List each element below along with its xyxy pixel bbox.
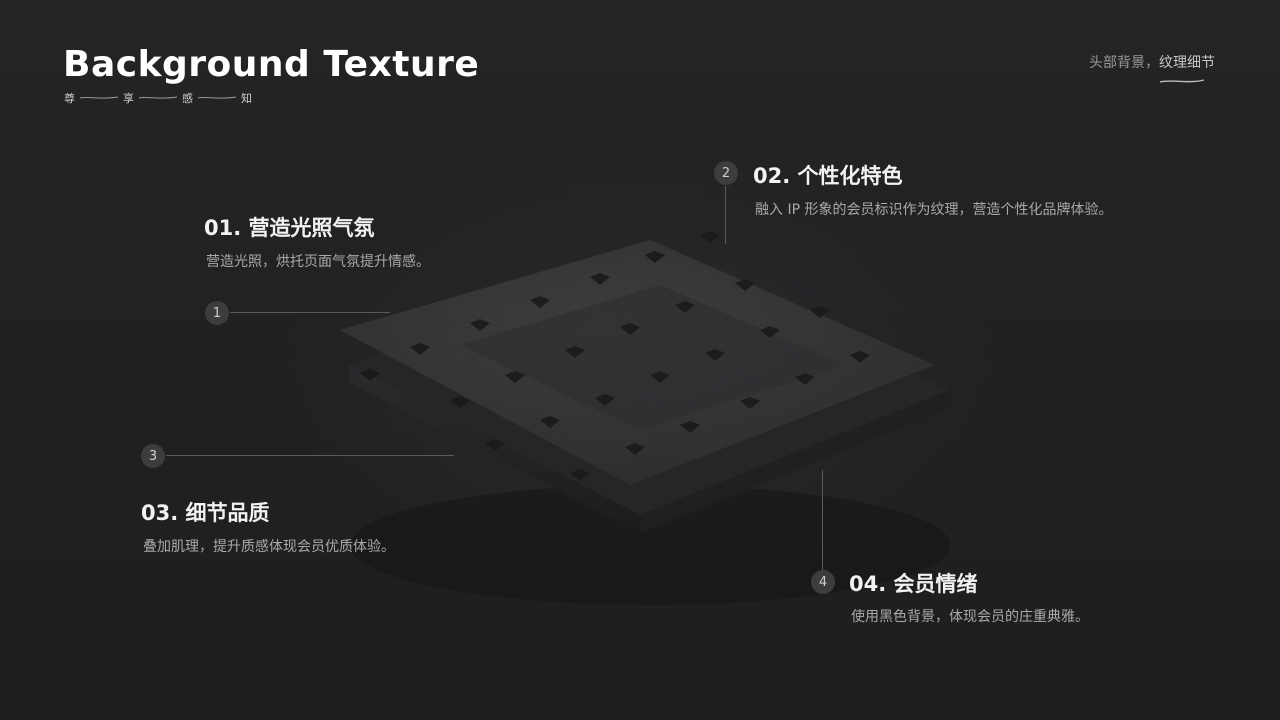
- squiggle-divider-icon: [197, 96, 237, 99]
- page-title: Background Texture: [63, 44, 480, 85]
- squiggle-divider-icon: [138, 96, 178, 99]
- item-1-title: 01. 营造光照气氛: [204, 216, 375, 240]
- item-3-title: 03. 细节品质: [141, 501, 270, 525]
- section-label: 头部背景，纹理细节: [1089, 52, 1215, 83]
- item-3-badge: 3: [141, 444, 165, 468]
- section-label-highlight-text: 纹理细节: [1159, 55, 1215, 71]
- item-2-badge: 2: [714, 161, 738, 185]
- item-4-badge: 4: [811, 570, 835, 594]
- item-3-desc: 叠加肌理，提升质感体现会员优质体验。: [143, 539, 395, 555]
- item-2-leader-line: [725, 186, 726, 244]
- item-4-title: 04. 会员情绪: [849, 572, 978, 596]
- item-3-leader-line: [166, 455, 454, 456]
- item-2-title: 02. 个性化特色: [753, 164, 903, 188]
- subtitle-word-3: 感: [182, 92, 193, 105]
- item-1-desc: 营造光照，烘托页面气氛提升情感。: [206, 254, 430, 270]
- squiggle-divider-icon: [79, 96, 119, 99]
- section-label-highlight: 纹理细节: [1159, 55, 1215, 83]
- isometric-texture-panel: [340, 231, 950, 605]
- underline-squiggle-icon: [1159, 79, 1205, 83]
- item-1-leader-line: [230, 312, 390, 313]
- subtitle-word-1: 尊: [64, 92, 75, 105]
- subtitle-row: 尊 享 感 知: [64, 90, 252, 106]
- subtitle-word-4: 知: [241, 92, 252, 105]
- section-label-prefix: 头部背景，: [1089, 55, 1159, 71]
- item-4-desc: 使用黑色背景，体现会员的庄重典雅。: [851, 609, 1089, 625]
- item-2-desc: 融入 IP 形象的会员标识作为纹理，营造个性化品牌体验。: [755, 202, 1113, 218]
- item-1-badge: 1: [205, 301, 229, 325]
- subtitle-word-2: 享: [123, 92, 134, 105]
- item-4-leader-line: [822, 470, 823, 570]
